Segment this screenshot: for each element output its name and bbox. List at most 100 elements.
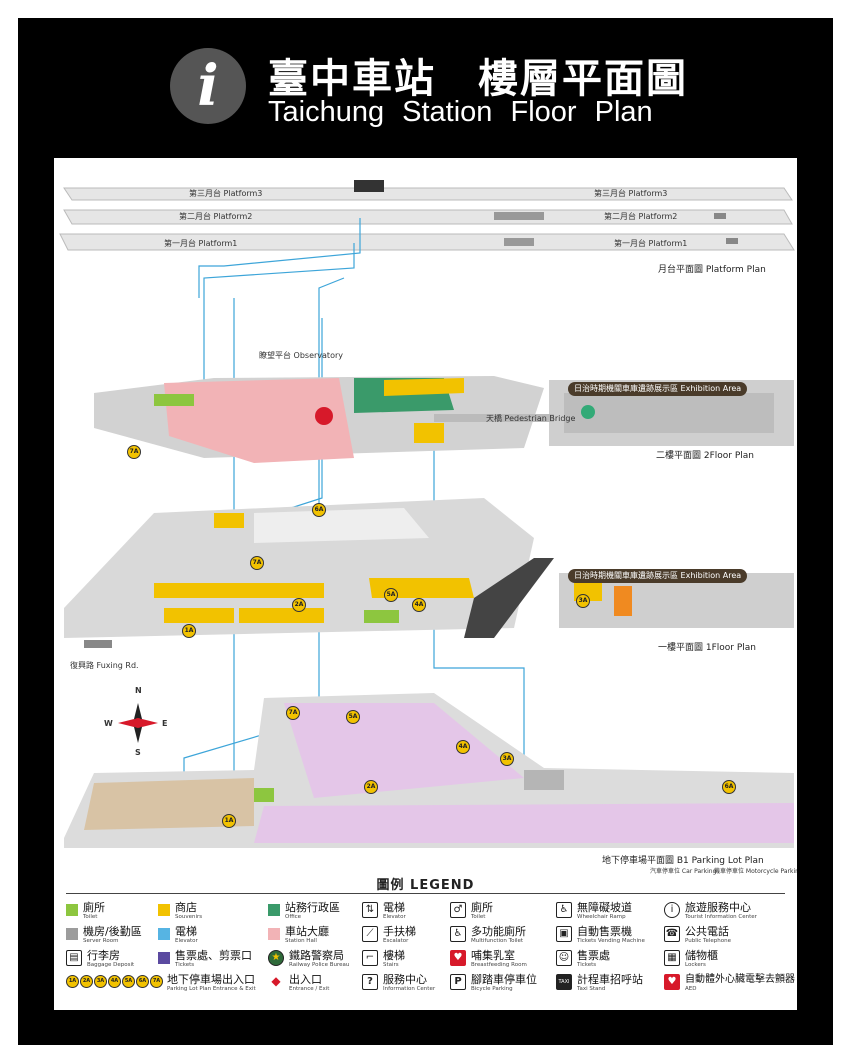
fuxing-road-label: 復興路 Fuxing Rd. — [70, 661, 139, 670]
office-swatch — [268, 904, 280, 916]
telephone-icon: ☎ — [664, 926, 680, 942]
legend-label-en: Breastfeeding Room — [471, 962, 527, 968]
legend-label: 公共電話 — [685, 925, 729, 938]
legend-label: 售票處 — [577, 949, 610, 962]
floor-b1 — [64, 693, 794, 848]
legend-label: 廁所 — [83, 901, 105, 914]
legend-label: 哺集乳室 — [471, 949, 515, 962]
legend-label-en: Entrance / Exit — [289, 986, 330, 992]
parking-marker-3a-1f: 3A — [576, 594, 590, 608]
parking-marker-1a-b1: 1A — [222, 814, 236, 828]
legend-label: 服務中心 — [383, 973, 427, 986]
legend-label: 電梯 — [175, 925, 197, 938]
legend-label-en: Stairs — [383, 962, 399, 968]
info-icon: i — [664, 902, 680, 918]
legend-label-en: Baggage Deposit — [87, 962, 135, 968]
breastfeeding-icon: ♥ — [450, 950, 466, 966]
legend-label-en: Elevator — [383, 914, 406, 920]
floor-plan-map — [59, 180, 795, 848]
chip-2a: 2A — [80, 975, 93, 988]
info-icon: i — [170, 48, 246, 124]
legend-label-en: Station Hall — [285, 938, 317, 944]
parking-marker-4a-b1: 4A — [456, 740, 470, 754]
compass-south: S — [135, 748, 141, 757]
legend-label: 站務行政區 — [285, 901, 340, 914]
chip-7a: 7A — [150, 975, 163, 988]
b1-car-parking-note: 汽車停車位 Car Parking — [650, 868, 717, 875]
legend-divider — [66, 893, 785, 894]
bicycle-parking-icon: P — [450, 974, 466, 990]
legend-label: 自動體外心臟電擊去顫器 — [685, 974, 795, 985]
compass-rose — [118, 703, 158, 743]
toilet-swatch — [66, 904, 78, 916]
exhibition-banner-1f: 日治時期機關車庫遺跡展示區 Exhibition Area — [568, 569, 748, 583]
escalator-icon: ⟋ — [362, 926, 378, 942]
observatory-label: 瞭望平台 Observatory — [259, 351, 343, 360]
page-title: 臺中車站 樓層平面圖 — [268, 56, 688, 102]
chip-1a: 1A — [66, 975, 79, 988]
legend-label-en: Lockers — [685, 962, 706, 968]
legend-label-en: AED — [685, 986, 697, 992]
legend-label-en: Railway Police Bureau — [289, 962, 350, 968]
legend-label: 手扶梯 — [383, 925, 416, 938]
police-badge-icon: ★ — [268, 950, 284, 966]
ticket-office-icon: ☺ — [556, 950, 572, 966]
parking-marker-5a-1f: 5A — [384, 588, 398, 602]
platform2-label-left: 第二月台 Platform2 — [179, 212, 253, 221]
stairs-icon: ⌐ — [362, 950, 378, 966]
elevator-icon: ⇅ — [362, 902, 378, 918]
parking-marker-2a-1f: 2A — [292, 598, 306, 612]
legend-label: 無障礙坡道 — [577, 901, 632, 914]
souvenirs-swatch — [158, 904, 170, 916]
legend-label: 儲物櫃 — [685, 949, 718, 962]
legend-label-en: Toilet — [83, 914, 98, 920]
legend-label: 出入口 — [289, 973, 322, 986]
legend-label: 商店 — [175, 901, 197, 914]
legend-label: 車站大廳 — [285, 925, 329, 938]
platform1-label-right: 第一月台 Platform1 — [614, 239, 688, 248]
question-icon: ? — [362, 974, 378, 990]
parking-marker-6a-1f: 6A — [312, 503, 326, 517]
locker-icon: ▦ — [664, 950, 680, 966]
tickets-swatch — [158, 952, 170, 964]
parking-marker-6a-b1: 6A — [722, 780, 736, 794]
legend-label: 樓梯 — [383, 949, 405, 962]
server-room-swatch — [66, 928, 78, 940]
legend-label-en: Escalator — [383, 938, 409, 944]
legend-label: 鐵路警察局 — [289, 949, 344, 962]
legend-label-en: Tickets Vending Machine — [577, 938, 645, 944]
station-hall-swatch — [268, 928, 280, 940]
entrance-exit-icon: ◆ — [268, 974, 284, 990]
floor1-section-title: 一樓平面圖 1Floor Plan — [658, 643, 756, 653]
taxi-icon: TAXI — [556, 974, 572, 990]
parking-marker-7a: 7A — [127, 445, 141, 459]
legend-label-en: Toilet — [471, 914, 486, 920]
legend-label: 腳踏車停車位 — [471, 973, 537, 986]
legend-label-en: Taxi Stand — [577, 986, 606, 992]
b1-moto-parking-note: 機車停車位 Motorcycle Parking — [714, 868, 797, 875]
parking-marker-1a-1f: 1A — [182, 624, 196, 638]
legend-label-en: Tickets — [175, 962, 195, 968]
floor2-section-title: 二樓平面圖 2Floor Plan — [656, 451, 754, 461]
legend-title: 圖例 LEGEND — [376, 878, 475, 893]
legend-label-en: Server Room — [83, 938, 119, 944]
legend-label: 旅遊服務中心 — [685, 901, 751, 914]
